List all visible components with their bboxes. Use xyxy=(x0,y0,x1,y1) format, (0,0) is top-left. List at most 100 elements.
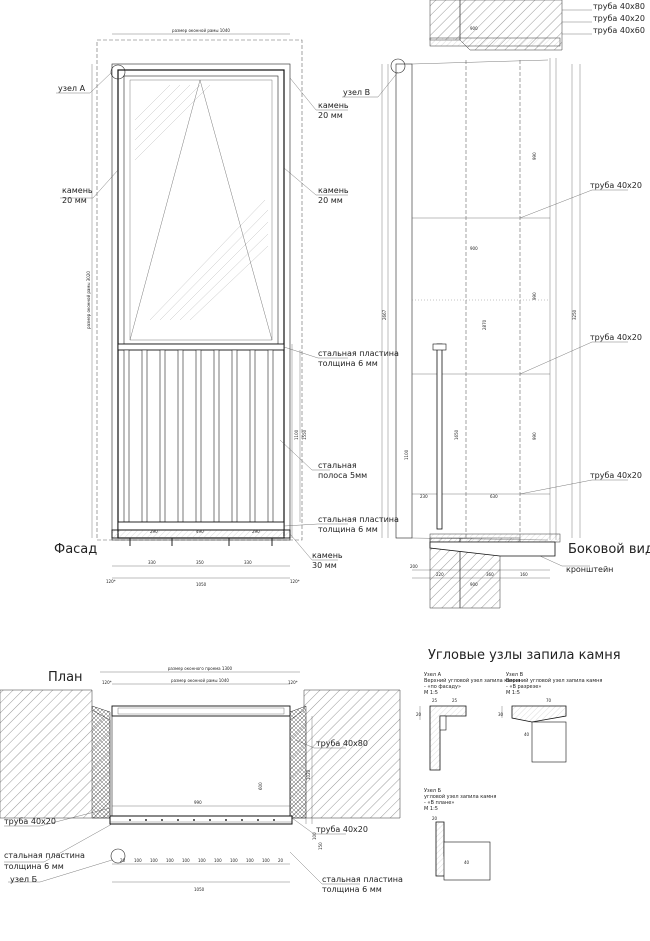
svg-text:160: 160 xyxy=(520,572,528,577)
svg-text:1550: 1550 xyxy=(302,429,307,440)
svg-text:100: 100 xyxy=(198,858,206,863)
svg-text:990: 990 xyxy=(532,152,537,160)
label-node-v: узел В xyxy=(343,88,370,97)
svg-text:полоса 5мм: полоса 5мм xyxy=(318,471,367,480)
label-pipe-40x20-right: труба 40х20 xyxy=(316,825,368,834)
dim-frame-width: размер оконной рамы 1040 xyxy=(172,28,230,33)
svg-text:20: 20 xyxy=(278,858,284,863)
svg-text:20 мм: 20 мм xyxy=(318,111,343,120)
svg-text:40: 40 xyxy=(464,860,470,865)
rail-top-plate xyxy=(117,343,285,351)
svg-text:70: 70 xyxy=(546,698,552,703)
svg-text:- «В плане»: - «В плане» xyxy=(424,800,454,806)
facade-view: размер оконной рамы 1040 размер оконной … xyxy=(54,28,399,587)
stone-surround xyxy=(111,63,291,541)
svg-text:угловой узел запила камня: угловой узел запила камня xyxy=(424,793,496,800)
svg-text:290: 290 xyxy=(150,529,158,534)
detail-node-b-caption: Узел Б угловой узел запила камня - «В пл… xyxy=(424,788,496,812)
pipe-tags: труба 40х80 труба 40х20 труба 40х60 xyxy=(593,2,645,35)
svg-text:Верхний угловой узел запила ка: Верхний угловой узел запила камня xyxy=(506,677,602,684)
svg-text:20: 20 xyxy=(416,712,422,717)
svg-text:100: 100 xyxy=(166,858,174,863)
plan-dims-bottom: 20 100 100 100 100 100 100 100 100 100 2… xyxy=(120,858,284,892)
svg-text:камень: камень xyxy=(62,186,93,195)
svg-text:- «по фасаду»: - «по фасаду» xyxy=(424,684,461,690)
plan-title: План xyxy=(48,670,83,685)
svg-text:990: 990 xyxy=(532,292,537,300)
svg-text:труба 40х80: труба 40х80 xyxy=(593,2,645,11)
svg-text:стальная пластина: стальная пластина xyxy=(4,851,85,860)
svg-text:труба 40х60: труба 40х60 xyxy=(593,26,645,35)
svg-text:30: 30 xyxy=(498,712,504,717)
svg-text:990: 990 xyxy=(532,432,537,440)
svg-text:100: 100 xyxy=(134,858,142,863)
svg-text:1020: 1020 xyxy=(306,769,311,780)
svg-text:120*: 120* xyxy=(102,680,112,685)
svg-text:20: 20 xyxy=(120,858,126,863)
detail-node-v-caption: Узел В Верхний угловой узел запила камня… xyxy=(506,672,602,696)
svg-text:Узел В: Узел В xyxy=(506,672,524,678)
svg-text:200: 200 xyxy=(410,564,418,569)
detail-node-v xyxy=(501,705,567,763)
svg-text:360: 360 xyxy=(486,572,494,577)
svg-text:стальная пластина: стальная пластина xyxy=(318,515,399,524)
label-pipe-40x20-left: труба 40х20 xyxy=(4,817,56,826)
svg-text:350: 350 xyxy=(196,560,204,565)
svg-text:120*: 120* xyxy=(288,680,298,685)
node-a-marker xyxy=(110,64,126,80)
svg-text:стальная: стальная xyxy=(318,461,357,470)
svg-text:20 мм: 20 мм xyxy=(318,196,343,205)
svg-text:3250: 3250 xyxy=(572,309,577,320)
svg-text:Узел А: Узел А xyxy=(424,672,442,678)
plan-dim-frame: размер оконной рамы 1040 xyxy=(171,678,229,683)
svg-text:290: 290 xyxy=(252,529,260,534)
side-dims: 2667 2870 1650 1100 990 990 990 3250 900… xyxy=(382,26,577,587)
svg-text:2870: 2870 xyxy=(482,319,487,330)
svg-text:100: 100 xyxy=(312,832,317,840)
svg-text:1050: 1050 xyxy=(196,582,207,587)
svg-text:100: 100 xyxy=(246,858,254,863)
svg-text:камень: камень xyxy=(318,186,349,195)
plan-dim-opening: размер оконного проема 1300 xyxy=(168,666,233,671)
plan-rail-posts xyxy=(129,819,275,821)
label-node-b: узел Б xyxy=(10,875,37,884)
svg-text:30 мм: 30 мм xyxy=(312,561,337,570)
dims-bottom: 120* 330 350 330 120* 1050 290 490 290 xyxy=(106,529,300,587)
svg-text:900: 900 xyxy=(470,246,478,251)
svg-text:25: 25 xyxy=(432,698,438,703)
label-bracket: кронштейн xyxy=(566,565,613,574)
svg-text:стальная пластина: стальная пластина xyxy=(318,349,399,358)
dim-frame-height: размер оконной рамы 3020 xyxy=(86,271,91,329)
svg-text:20: 20 xyxy=(432,816,438,821)
detail-node-b xyxy=(435,821,491,881)
svg-text:толщина 6 мм: толщина 6 мм xyxy=(322,885,382,894)
svg-text:труба 40х20: труба 40х20 xyxy=(593,14,645,23)
svg-text:900: 900 xyxy=(470,26,478,31)
svg-text:труба 40х20: труба 40х20 xyxy=(590,471,642,480)
detail-node-a-caption: Узел А Верхний угловой узел запила камня… xyxy=(424,672,520,696)
svg-text:100: 100 xyxy=(150,858,158,863)
svg-text:Верхний угловой узел запила ка: Верхний угловой узел запила камня xyxy=(424,677,520,684)
svg-text:40: 40 xyxy=(524,732,530,737)
facade-title: Фасад xyxy=(54,542,97,557)
svg-text:330: 330 xyxy=(244,560,252,565)
svg-text:- «В разрезе»: - «В разрезе» xyxy=(506,684,541,690)
svg-text:120*: 120* xyxy=(106,579,116,584)
plan-frame xyxy=(111,705,291,717)
glass-reflection xyxy=(134,84,269,321)
svg-text:толщина 6 мм: толщина 6 мм xyxy=(4,862,64,871)
svg-text:труба 40х20: труба 40х20 xyxy=(590,181,642,190)
svg-text:330: 330 xyxy=(148,560,156,565)
svg-text:990: 990 xyxy=(194,800,202,805)
svg-text:25: 25 xyxy=(452,698,458,703)
svg-text:100: 100 xyxy=(214,858,222,863)
svg-text:100: 100 xyxy=(182,858,190,863)
svg-text:630: 630 xyxy=(490,494,498,499)
svg-text:1100: 1100 xyxy=(294,429,299,440)
detail-dims: 25 25 20 30 40 70 20 40 xyxy=(416,698,552,865)
svg-text:900: 900 xyxy=(470,582,478,587)
side-title: Боковой вид xyxy=(568,542,650,557)
label-pipe-40x80: труба 40х80 xyxy=(316,739,368,748)
svg-text:М 1:5: М 1:5 xyxy=(424,690,438,696)
